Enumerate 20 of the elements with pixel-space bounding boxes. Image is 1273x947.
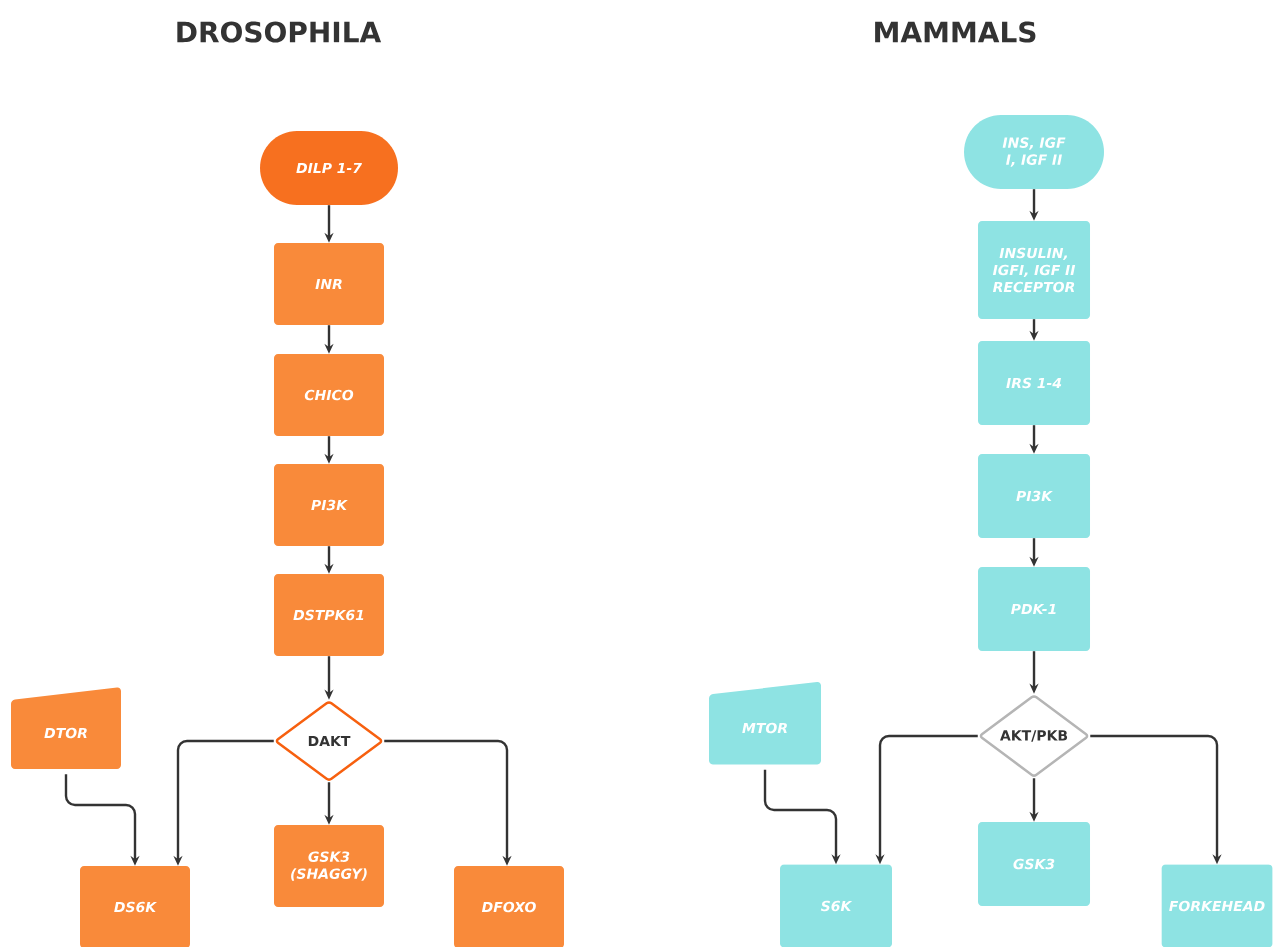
input-box: MTOR [709, 681, 821, 765]
process-box: GSK3 [978, 822, 1090, 906]
terminal-box: INS, IGF I, IGF II [964, 115, 1104, 189]
process-box: CHICO [274, 354, 384, 436]
process-box: PDK-1 [978, 567, 1090, 651]
process-box: DS6K [80, 866, 190, 947]
process-box: GSK3 (SHAGGY) [274, 825, 384, 907]
process-box: DFOXO [454, 866, 564, 947]
terminal-box: DILP 1-7 [260, 131, 398, 205]
heading: MAMMALS [875, 21, 1036, 43]
process-box: INR [274, 243, 384, 325]
process-box: IRS 1-4 [978, 341, 1090, 425]
process-box: S6K [780, 864, 892, 947]
process-box: PI3K [274, 464, 384, 546]
process-box: DSTPK61 [274, 574, 384, 656]
process-box: FORKEHEAD [1161, 864, 1273, 947]
heading: DROSOPHILA [177, 21, 382, 43]
process-box: PI3K [978, 454, 1090, 538]
input-box: DTOR [11, 687, 121, 769]
process-box: INSULIN, IGFI, IGF II RECEPTOR [978, 221, 1090, 319]
